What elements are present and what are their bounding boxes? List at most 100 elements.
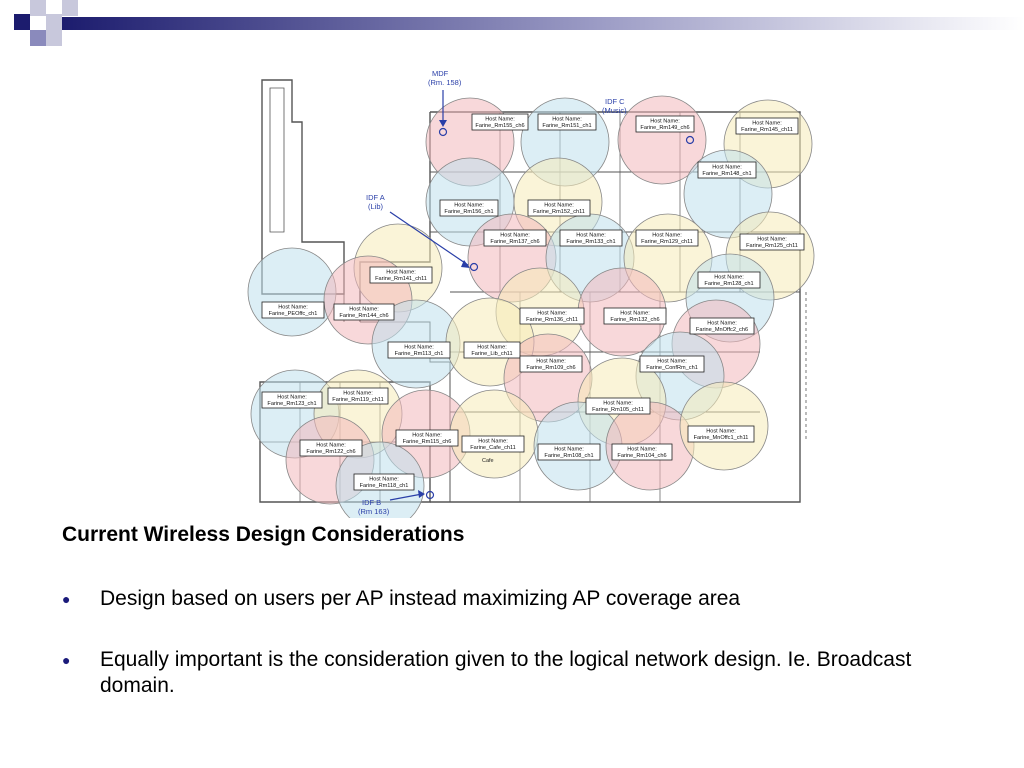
host-label: Host Name:Farine_Rm137_ch6 (483, 229, 547, 247)
svg-text:Farine_Rm149_ch6: Farine_Rm149_ch6 (640, 125, 689, 131)
svg-text:Farine_Rm123_ch1: Farine_Rm123_ch1 (267, 401, 316, 407)
svg-text:Host Name:: Host Name: (386, 270, 416, 276)
idf-label-b-2: (Rm 163) (358, 507, 390, 516)
svg-text:Host Name:: Host Name: (485, 117, 515, 123)
svg-text:Farine_Rm122_ch6: Farine_Rm122_ch6 (306, 449, 355, 455)
host-label: Host Name:Farine_Rm128_ch1 (697, 271, 761, 289)
svg-text:Host Name:: Host Name: (657, 359, 687, 365)
svg-text:Host Name:: Host Name: (537, 311, 567, 317)
idf-label-c-1: IDF C (605, 97, 625, 106)
svg-text:Host Name:: Host Name: (554, 447, 584, 453)
host-label: Host Name:Farine_MnOffc2_ch6 (689, 317, 755, 335)
svg-text:Host Name:: Host Name: (500, 233, 530, 239)
svg-text:Farine_Rm115_ch6: Farine_Rm115_ch6 (403, 439, 452, 445)
header-square (30, 30, 46, 46)
host-label: Host Name:Farine_Lib_ch11 (463, 341, 521, 359)
host-label: Host Name:Farine_Rm108_ch1 (537, 443, 601, 461)
svg-text:Farine_Rm129_ch11: Farine_Rm129_ch11 (641, 239, 693, 245)
bullet-text: Design based on users per AP instead max… (100, 587, 741, 610)
host-label: Host Name:Farine_Rm148_ch1 (697, 161, 757, 179)
host-label: Host Name:Farine_Rm118_ch1 (353, 473, 415, 491)
idf-c-marker (685, 135, 695, 145)
svg-text:Host Name:: Host Name: (627, 447, 657, 453)
svg-text:Host Name:: Host Name: (544, 203, 574, 209)
host-label: Host Name:Farine_Rm149_ch6 (635, 115, 695, 133)
svg-text:Host Name:: Host Name: (277, 395, 307, 401)
svg-text:Host Name:: Host Name: (536, 359, 566, 365)
host-label: Host Name:Farine_Rm136_ch11 (519, 307, 585, 325)
header-decoration (14, 0, 1024, 46)
svg-text:Farine_Rm151_ch1: Farine_Rm151_ch1 (542, 123, 591, 129)
idf-label-a-2: (Lib) (368, 202, 384, 211)
svg-text:Host Name:: Host Name: (576, 233, 606, 239)
host-label: Host Name:Farine_Rm115_ch6 (395, 429, 459, 447)
host-label: Host Name:Farine_Rm122_ch6 (299, 439, 363, 457)
svg-text:Host Name:: Host Name: (478, 439, 508, 445)
svg-text:Host Name:: Host Name: (706, 429, 736, 435)
svg-text:Host Name:: Host Name: (404, 345, 434, 351)
idf-label-mdf-1: MDF (432, 69, 449, 78)
host-label: Host Name:Farine_Rm151_ch1 (537, 113, 597, 131)
svg-text:Farine_Rm137_ch6: Farine_Rm137_ch6 (490, 239, 539, 245)
svg-text:Farine_Rm119_ch11: Farine_Rm119_ch11 (332, 397, 383, 403)
mdf-arrowhead (439, 120, 447, 127)
header-square (62, 0, 78, 16)
svg-text:Host Name:: Host Name: (278, 305, 308, 311)
svg-text:Farine_Rm148_ch1: Farine_Rm148_ch1 (702, 171, 751, 177)
svg-text:Host Name:: Host Name: (552, 117, 582, 123)
idf-a-arrowhead (461, 260, 470, 268)
host-label: Host Name:Farine_Rm133_ch1 (559, 229, 623, 247)
idf-a-marker (469, 262, 479, 272)
idf-b-arrow (389, 493, 423, 501)
header-gradient-bar (62, 17, 1024, 30)
host-label: Host Name:Farine_Cafe_ch11 (461, 435, 525, 453)
svg-text:Farine_Rm105_ch11: Farine_Rm105_ch11 (592, 407, 644, 413)
host-label: Host Name:Farine_Rm129_ch11 (635, 229, 699, 247)
host-label: Host Name:Farine_Rm155_ch6 (471, 113, 529, 131)
idf-label-a-1: IDF A (366, 193, 385, 202)
svg-text:Host Name:: Host Name: (412, 433, 442, 439)
svg-text:Farine_Rm108_ch1: Farine_Rm108_ch1 (544, 453, 593, 459)
host-label: Host Name:Farine_Rm132_ch6 (603, 307, 667, 325)
svg-text:Host Name:: Host Name: (714, 275, 744, 281)
ap-coverage-circle (449, 389, 539, 479)
host-label: Host Name:Farine_Rm152_ch11 (527, 199, 591, 217)
svg-text:Farine_Rm132_ch6: Farine_Rm132_ch6 (610, 317, 659, 323)
svg-text:Farine_Rm109_ch6: Farine_Rm109_ch6 (526, 365, 575, 371)
bullet-text: Equally important is the consideration g… (100, 648, 912, 697)
svg-text:Host Name:: Host Name: (369, 477, 399, 483)
header-square (46, 30, 62, 46)
host-label: Host Name:Farine_PEOffc_ch1 (261, 301, 325, 319)
room-label-cafe: Cafe (482, 458, 494, 464)
svg-text:Host Name:: Host Name: (650, 119, 680, 125)
svg-text:Farine_Rm136_ch11: Farine_Rm136_ch11 (526, 317, 578, 323)
svg-text:Farine_Rm141_ch11: Farine_Rm141_ch11 (375, 276, 427, 282)
host-name-labels: Host Name:Farine_Rm155_ch6 Host Name:Far… (261, 113, 805, 491)
svg-text:Farine_ConfRm_ch1: Farine_ConfRm_ch1 (646, 365, 698, 371)
svg-text:Farine_Rm104_ch6: Farine_Rm104_ch6 (617, 453, 666, 459)
svg-text:Host Name:: Host Name: (707, 321, 737, 327)
idf-label-mdf-2: (Rm. 158) (428, 78, 462, 87)
idf-label-b-1: IDF B (362, 498, 381, 507)
host-label: Host Name:Farine_Rm109_ch6 (519, 355, 583, 373)
svg-text:Host Name:: Host Name: (620, 311, 650, 317)
svg-text:Farine_MnOffc1_ch11: Farine_MnOffc1_ch11 (694, 435, 749, 441)
header-square (14, 14, 30, 30)
svg-text:Farine_Rm128_ch1: Farine_Rm128_ch1 (704, 281, 753, 287)
mdf-marker (438, 127, 448, 137)
header-square (30, 0, 46, 16)
svg-text:Farine_PEOffc_ch1: Farine_PEOffc_ch1 (269, 311, 318, 317)
host-label: Host Name:Farine_Rm141_ch11 (369, 266, 433, 284)
svg-text:Farine_Rm113_ch1: Farine_Rm113_ch1 (395, 351, 444, 357)
svg-text:Farine_Cafe_ch11: Farine_Cafe_ch11 (470, 445, 516, 451)
svg-text:Host Name:: Host Name: (343, 391, 373, 397)
host-label: Host Name:Farine_Rm119_ch11 (327, 387, 389, 405)
svg-text:Host Name:: Host Name: (757, 237, 787, 243)
idf-b-arrowhead (418, 490, 425, 498)
slide-heading: Current Wireless Design Considerations (62, 523, 465, 546)
idf-label-c-2: (Music) (602, 106, 627, 115)
svg-text:Farine_Lib_ch11: Farine_Lib_ch11 (471, 351, 512, 357)
bullet-dot-icon: ● (62, 652, 71, 668)
host-label: Host Name:Farine_Rm104_ch6 (611, 443, 673, 461)
svg-text:Host Name:: Host Name: (349, 307, 379, 313)
